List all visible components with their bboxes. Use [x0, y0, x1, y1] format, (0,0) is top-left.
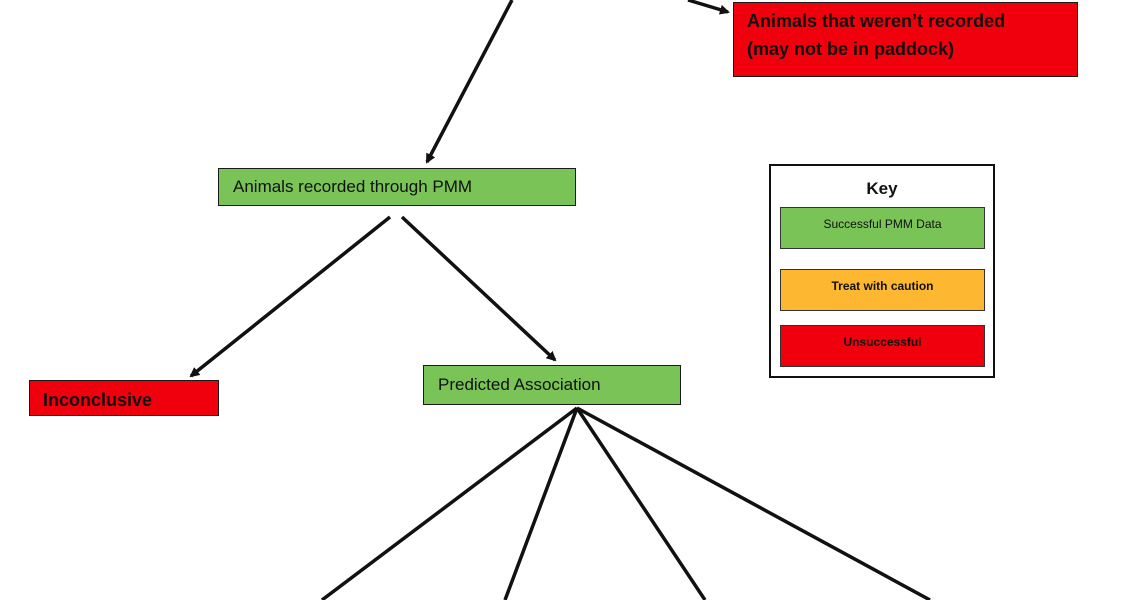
legend-title: Key	[866, 179, 898, 198]
legend-item-caution: Treat with caution	[780, 269, 985, 311]
branch-line-3	[575, 407, 707, 600]
arrow-to-predicted	[400, 215, 557, 362]
legend-key: Key Successful PMM Data Treat with cauti…	[769, 164, 995, 378]
node-inconclusive: Inconclusive	[29, 380, 219, 416]
node-predicted-association: Predicted Association	[423, 365, 681, 405]
branch-line-1	[320, 406, 579, 600]
node-animals-recorded: Animals recorded through PMM	[218, 168, 576, 206]
arrow-to-inconclusive	[189, 215, 392, 378]
legend-item-unsuccessful: Unsuccessful	[780, 325, 985, 367]
node-animals-not-recorded: Animals that weren’t recorded (may not b…	[733, 2, 1078, 77]
branch-line-2	[503, 407, 579, 600]
branch-line-4	[576, 406, 931, 600]
legend-item-successful: Successful PMM Data	[780, 207, 985, 249]
arrow-to-not-recorded	[687, 0, 730, 15]
arrow-to-recorded	[425, 0, 514, 164]
